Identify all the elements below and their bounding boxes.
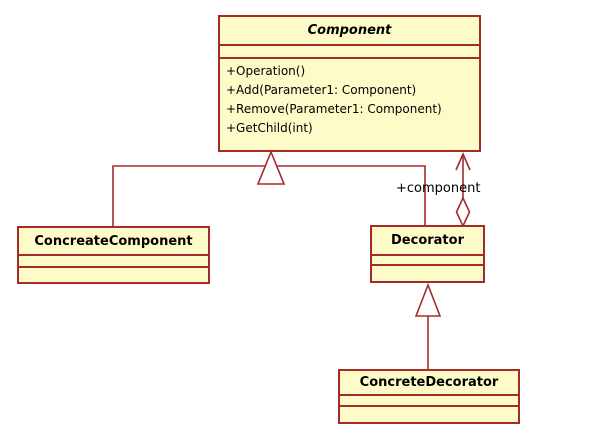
attributes-compartment <box>372 256 483 266</box>
attributes-compartment <box>340 396 518 407</box>
class-box-concreate-component[interactable]: ConcreateComponent <box>17 226 210 284</box>
attributes-compartment <box>220 46 479 59</box>
operations-compartment <box>340 407 518 422</box>
operation-item: +Operation() <box>226 64 306 78</box>
operations-compartment <box>19 268 208 282</box>
inheritance-triangle-icon <box>256 149 286 185</box>
class-box-concrete-decorator[interactable]: ConcreteDecorator <box>338 369 520 424</box>
open-arrowhead-icon <box>455 152 471 171</box>
operations-compartment <box>372 266 483 281</box>
class-box-component[interactable]: Component +Operation() +Add(Parameter1: … <box>218 15 481 152</box>
class-title-component: Component <box>220 17 479 46</box>
aggregation-role-label[interactable]: +component <box>396 181 481 196</box>
class-title-concrete-decorator: ConcreteDecorator <box>340 371 518 396</box>
class-title-concreate-component: ConcreateComponent <box>19 228 208 256</box>
operations-compartment: +Operation() +Add(Parameter1: Component)… <box>220 59 479 150</box>
class-title-decorator: Decorator <box>372 227 483 256</box>
operation-item: +Add(Parameter1: Component) <box>226 83 417 97</box>
inheritance-triangle-icon <box>414 282 442 317</box>
attributes-compartment <box>19 256 208 268</box>
class-box-decorator[interactable]: Decorator <box>370 225 485 283</box>
operation-item: +Remove(Parameter1: Component) <box>226 102 442 116</box>
aggregation-diamond-icon <box>455 196 471 228</box>
operation-item: +GetChild(int) <box>226 121 313 135</box>
